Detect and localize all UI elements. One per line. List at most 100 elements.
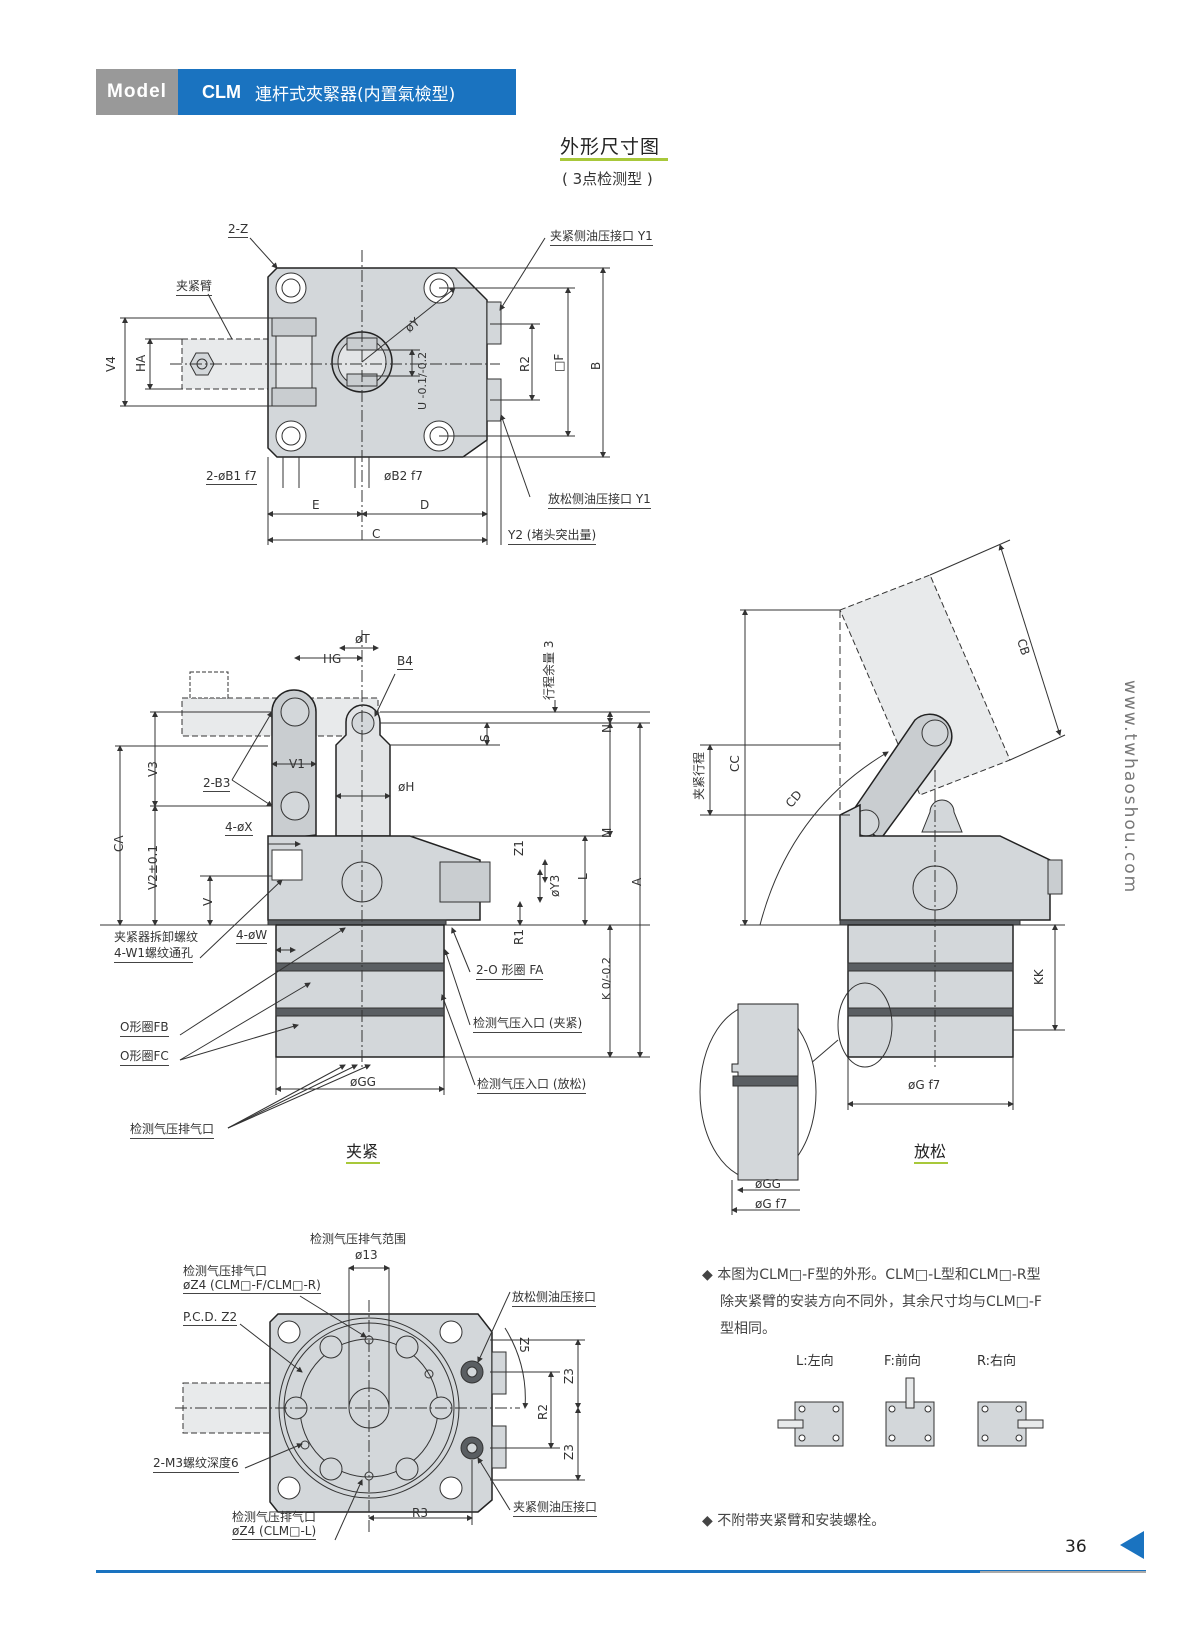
- label-clamp-stroke: 夹紧行程: [692, 751, 706, 800]
- clamp-view-drawing: [100, 630, 650, 1129]
- thumb-right: [977, 1401, 1044, 1447]
- model-label: Model: [96, 69, 178, 115]
- label-d: D: [420, 498, 430, 512]
- caption-clamp-underline: [346, 1162, 380, 1164]
- label-phi-h: øH: [398, 780, 415, 794]
- label-z3-lower: Z3: [562, 1444, 576, 1460]
- model-name: 連杆式夾緊器(内置氣檢型): [255, 84, 456, 105]
- label-phi-t: øT: [355, 632, 370, 646]
- label-z1: Z1: [512, 840, 526, 856]
- label-air-inlet-clamp: 检测气压入口 (夹紧): [473, 1014, 583, 1033]
- label-clamp-oil-port: 夹紧侧油压接口: [513, 1498, 598, 1517]
- label-air-inlet-release: 检测气压入口 (放松): [477, 1075, 587, 1094]
- label-clamp-arm: 夹紧臂: [176, 277, 213, 296]
- note-line-2: 除夹紧臂的安装方向不同外，其余尺寸均与CLM□-F: [720, 1294, 1042, 1310]
- label-stroke-margin: 行程余量 3: [542, 640, 556, 700]
- orientation-left-label: L:左向: [796, 1354, 834, 1369]
- label-o-ring-fc: O形圈FC: [120, 1047, 169, 1066]
- label-kk: KK: [1032, 969, 1046, 985]
- label-detail-phi-gg: øGG: [755, 1177, 781, 1191]
- thumb-left: [777, 1401, 844, 1447]
- label-o-ring-fb: O形圈FB: [120, 1018, 169, 1037]
- label-phi-13: ø13: [355, 1248, 378, 1262]
- label-phi-gg: øGG: [350, 1075, 376, 1089]
- watermark: www.twhaoshou.com: [1120, 680, 1140, 895]
- label-remove-thread: 夹紧器拆卸螺纹: [114, 930, 199, 944]
- page-title: 外形尺寸图: [560, 136, 661, 158]
- label-n: N: [600, 724, 614, 733]
- label-phi-y3: øY3: [548, 874, 562, 897]
- label-z3-upper: Z3: [562, 1368, 576, 1384]
- label-v2: V2±0.1: [146, 845, 160, 890]
- label-k: K 0/-0.2: [600, 957, 613, 1000]
- release-view-drawing: [699, 539, 1066, 1215]
- note-line-3: 型相同。: [720, 1321, 776, 1337]
- link-raised: [848, 713, 953, 842]
- label-square-f: □F: [552, 353, 566, 372]
- label-l: L: [576, 873, 590, 880]
- note-variant-info: ◆ 本图为CLM□-F型的外形。CLM□-L型和CLM□-R型 除夹紧臂的安装方…: [702, 1262, 1042, 1343]
- caption-clamp: 夹紧: [346, 1142, 379, 1161]
- label-pcd-z2: P.C.D. Z2: [183, 1310, 238, 1326]
- label-corner-2z: 2-Z: [228, 222, 249, 238]
- label-cc: CC: [728, 755, 742, 772]
- label-b1: 2-øB1 f7: [206, 469, 257, 485]
- port-clamp: [486, 301, 502, 345]
- label-exhaust-port-l-size: øZ4 (CLM□-L): [232, 1524, 317, 1540]
- label-exhaust-range: 检测气压排气范围: [310, 1232, 407, 1246]
- label-exhaust-port-fr: 检测气压排气口: [183, 1264, 268, 1278]
- label-e: E: [312, 498, 320, 512]
- thumb-front: [885, 1377, 935, 1447]
- label-hg: HG: [323, 652, 342, 666]
- label-a: A: [630, 877, 644, 886]
- caption-release: 放松: [914, 1142, 947, 1161]
- label-detail-phi-g: øG f7: [755, 1197, 788, 1211]
- orientation-front-label: F:前向: [884, 1354, 921, 1369]
- footer-rule-gray: [980, 1571, 1146, 1573]
- label-b4: B4: [397, 654, 413, 670]
- label-v1: V1: [289, 757, 305, 771]
- orientation-thumbnails: [777, 1377, 1044, 1447]
- label-4-phi-x: 4-øX: [225, 820, 253, 836]
- note-line-1: ◆ 本图为CLM□-F型的外形。CLM□-L型和CLM□-R型: [702, 1267, 1041, 1283]
- page-subtitle: ( 3点检测型 ): [562, 170, 653, 188]
- label-v: V: [201, 897, 215, 906]
- label-u: U -0.1/-0.2: [416, 351, 429, 410]
- label-o-ring-fa: 2-O 形圈 FA: [476, 961, 544, 980]
- label-m3-thread: 2-M3螺纹深度6: [153, 1454, 239, 1473]
- label-s: S: [478, 734, 492, 742]
- label-exhaust-port-l: 检测气压排气口: [232, 1510, 317, 1524]
- model-code: CLM: [202, 81, 241, 102]
- label-v3: V3: [146, 761, 160, 777]
- label-r1: R1: [512, 929, 526, 945]
- mounting-holes: [275, 272, 455, 452]
- label-4-phi-w: 4-øW: [236, 928, 268, 944]
- label-release-oil-port: 放松侧油压接口: [512, 1288, 597, 1307]
- label-r2: R2: [518, 356, 532, 372]
- label-exhaust-port-fr-size: øZ4 (CLM□-F/CLM□-R): [183, 1278, 321, 1294]
- page-number: 36: [1065, 1537, 1087, 1557]
- label-4-w1: 4-W1螺纹通孔: [114, 944, 193, 963]
- label-m: M: [600, 827, 614, 838]
- model-header: Model CLM 連杆式夾緊器(内置氣檢型): [96, 69, 516, 115]
- label-z5: Z5: [516, 1337, 531, 1353]
- footer-rule: [96, 1570, 1146, 1573]
- bottom-view-drawing: [175, 1265, 585, 1541]
- label-exhaust-port: 检测气压排气口: [130, 1120, 215, 1139]
- cylinder-side: [275, 924, 445, 1058]
- label-y2: Y2 (堵头突出量): [508, 526, 597, 545]
- cylinder-release: [847, 924, 1014, 1058]
- page-arrow-icon[interactable]: [1120, 1531, 1144, 1559]
- title-underline: [560, 158, 668, 161]
- label-r2-bottom: R2: [536, 1404, 550, 1420]
- label-ca: CA: [112, 835, 126, 852]
- note-no-arm: ◆ 不附带夹紧臂和安装螺栓。: [702, 1513, 886, 1529]
- label-2-b3: 2-B3: [203, 776, 231, 792]
- label-phi-g-f7: øG f7: [908, 1078, 941, 1092]
- label-v4: V4: [104, 356, 118, 372]
- caption-release-underline: [914, 1162, 948, 1164]
- label-clamp-port-y1: 夹紧侧油压接口 Y1: [550, 227, 653, 246]
- label-ha: HA: [134, 354, 148, 372]
- top-view-drawing: [120, 237, 610, 545]
